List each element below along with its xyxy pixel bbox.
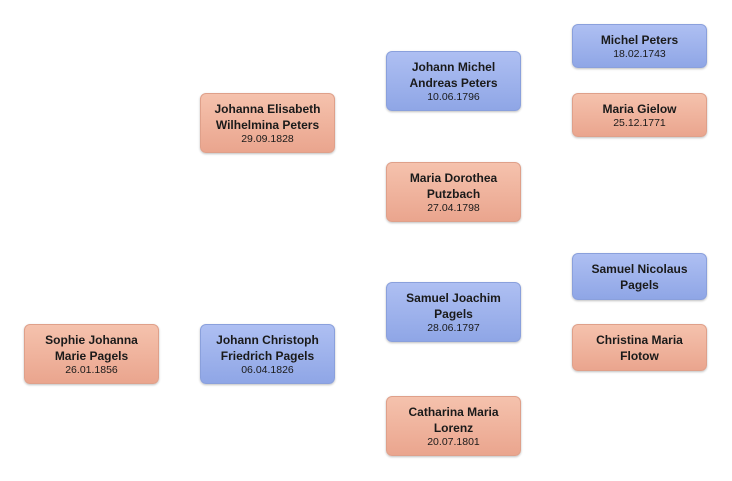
person-name-line1: Maria Gielow — [602, 101, 677, 116]
person-name: Christina Maria Flotow — [590, 332, 689, 364]
person-name-line2: Andreas Peters — [409, 75, 498, 90]
person-name-line1: Samuel Joachim — [406, 290, 501, 305]
person-birth-date: 28.06.1797 — [427, 321, 480, 334]
person-name-line1: Christina Maria — [596, 332, 683, 347]
person-name: Johanna Elisabeth Wilhelmina Peters — [208, 101, 326, 133]
person-name-line2: Lorenz — [433, 420, 474, 435]
person-card-michel-peters[interactable]: Michel Peters 18.02.1743 — [572, 24, 707, 68]
person-card-samuel-joachim-pagels[interactable]: Samuel Joachim Pagels 28.06.1797 — [386, 282, 521, 342]
person-name: Samuel Joachim Pagels — [400, 290, 507, 322]
person-name: Sophie Johanna Marie Pagels — [39, 332, 144, 364]
person-name-line2: Pagels — [434, 306, 473, 321]
person-name: Michel Peters — [595, 32, 684, 48]
person-card-sophie-johanna-marie-pagels[interactable]: Sophie Johanna Marie Pagels 26.01.1856 — [24, 324, 159, 384]
person-birth-date: 20.07.1801 — [427, 435, 480, 448]
person-name-line2: Marie Pagels — [54, 348, 129, 363]
person-name: Catharina Maria Lorenz — [402, 404, 504, 436]
person-card-christina-maria-flotow[interactable]: Christina Maria Flotow — [572, 324, 707, 371]
person-name: Maria Gielow — [596, 101, 682, 117]
person-name: Johann Michel Andreas Peters — [403, 59, 503, 91]
person-birth-date: 27.04.1798 — [427, 201, 480, 214]
person-name-line2: Putzbach — [426, 186, 481, 201]
person-name-line1: Maria Dorothea — [409, 170, 498, 185]
person-card-maria-dorothea-putzbach[interactable]: Maria Dorothea Putzbach 27.04.1798 — [386, 162, 521, 222]
person-card-johann-michel-andreas-peters[interactable]: Johann Michel Andreas Peters 10.06.1796 — [386, 51, 521, 111]
person-birth-date: 18.02.1743 — [613, 47, 666, 60]
person-name-line1: Samuel Nicolaus — [591, 261, 688, 276]
person-name: Maria Dorothea Putzbach — [404, 170, 503, 202]
person-name-line1: Johanna Elisabeth — [214, 101, 321, 116]
person-birth-date: 26.01.1856 — [65, 363, 118, 376]
person-name-line1: Johann Michel — [411, 59, 496, 74]
person-name-line2: Pagels — [620, 277, 659, 292]
person-birth-date: 10.06.1796 — [427, 90, 480, 103]
person-name-line1: Sophie Johanna — [45, 332, 138, 347]
person-card-johann-christoph-friedrich-pagels[interactable]: Johann Christoph Friedrich Pagels 06.04.… — [200, 324, 335, 384]
person-name: Johann Christoph Friedrich Pagels — [210, 332, 325, 364]
person-birth-date: 29.09.1828 — [241, 132, 294, 145]
person-name: Samuel Nicolaus Pagels — [585, 261, 693, 293]
person-name-line2: Wilhelmina Peters — [215, 117, 320, 132]
person-card-johanna-elisabeth-wilhelmina-peters[interactable]: Johanna Elisabeth Wilhelmina Peters 29.0… — [200, 93, 335, 153]
person-card-maria-gielow[interactable]: Maria Gielow 25.12.1771 — [572, 93, 707, 137]
person-birth-date: 25.12.1771 — [613, 116, 666, 129]
person-card-catharina-maria-lorenz[interactable]: Catharina Maria Lorenz 20.07.1801 — [386, 396, 521, 456]
person-name-line1: Catharina Maria — [408, 404, 499, 419]
person-name-line1: Michel Peters — [600, 32, 679, 47]
person-card-samuel-nicolaus-pagels[interactable]: Samuel Nicolaus Pagels — [572, 253, 707, 300]
person-birth-date: 06.04.1826 — [241, 363, 294, 376]
person-name-line1: Johann Christoph — [216, 332, 319, 347]
person-name-line2: Friedrich Pagels — [220, 348, 315, 363]
person-name-line2: Flotow — [620, 348, 659, 363]
